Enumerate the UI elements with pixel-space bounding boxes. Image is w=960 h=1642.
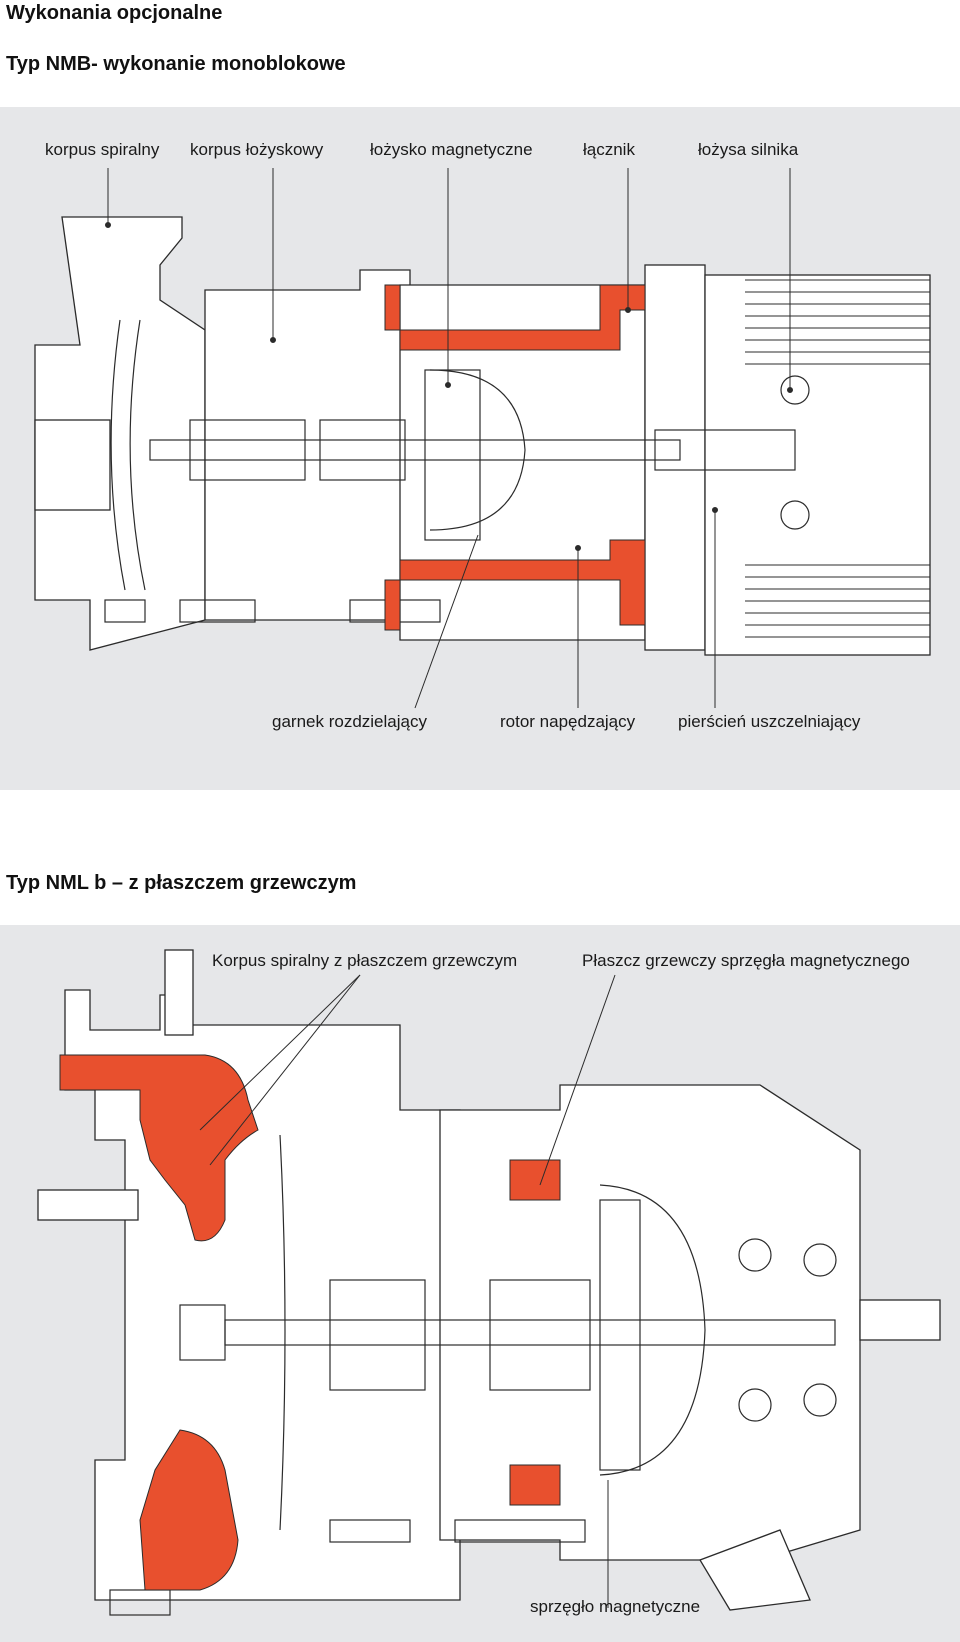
label-korpus-spiralny: korpus spiralny — [45, 140, 160, 159]
label-korpus-plaszcz: Korpus spiralny z płaszczem grzewczym — [212, 951, 517, 970]
bearing-bracket-2 — [439, 1084, 861, 1561]
heating-jacket-highlight — [59, 1054, 561, 1591]
outer-magnet — [599, 1199, 641, 1471]
label-rotor-napedzajacy: rotor napędzający — [500, 712, 636, 731]
motor-bearing-bottom — [780, 500, 810, 530]
back-plate — [279, 1134, 286, 1531]
motor-fins — [745, 279, 930, 638]
label-korpus-lozyskowy: korpus łożyskowy — [190, 140, 324, 159]
motor-bearing-top — [780, 375, 810, 405]
bearing-housing — [204, 269, 411, 621]
impeller-outline — [110, 319, 126, 591]
leader-lines-2 — [199, 974, 616, 1608]
shaft-end — [859, 1299, 941, 1341]
volute-jacket-bottom — [139, 1429, 239, 1591]
label-pierscien-uszczelniajacy: pierścień uszczelniający — [678, 712, 861, 731]
containment-can — [429, 369, 526, 531]
label-lacznik: łącznik — [583, 140, 635, 159]
vent-stud — [164, 949, 194, 1036]
inner-rotor — [424, 369, 481, 541]
shaft-2 — [224, 1319, 836, 1346]
label-garnek-rozdzielajacy: garnek rozdzielający — [272, 712, 427, 731]
coupling-jacket-bottom — [509, 1464, 561, 1506]
volute-jacket-top — [59, 1054, 259, 1242]
diagram-nml: Korpus spiralny z płaszczem grzewczym Pł… — [0, 925, 960, 1642]
diagram-nmb: korpus spiralny korpus łożyskowy łożysko… — [0, 107, 960, 790]
label-lozysko-magnetyczne: łożysko magnetyczne — [370, 140, 533, 159]
support-foot — [699, 1529, 811, 1611]
bearing-right — [319, 419, 406, 481]
label-sprzeglo-magnetyczne: sprzęgło magnetyczne — [530, 1597, 700, 1616]
inner-magnet-right — [489, 1279, 591, 1391]
motor-shaft — [654, 429, 796, 471]
nml-heading: Typ NML b – z płaszczem grzewczym — [6, 872, 357, 894]
label-lozysa-silnika: łożysa silnika — [698, 140, 799, 159]
shaft — [149, 439, 681, 461]
drain-plug — [37, 1189, 139, 1221]
suction-flange — [34, 419, 111, 511]
bearing-top-2 — [738, 1238, 772, 1272]
label-plaszcz-sprzegla: Płaszcz grzewczy sprzęgła magnetycznego — [582, 951, 910, 970]
leader-lines-1 — [105, 168, 793, 709]
motor — [704, 274, 931, 656]
coupling-jacket-top — [509, 1159, 561, 1201]
motor-flange — [644, 264, 706, 651]
inner-magnet-left — [329, 1279, 426, 1391]
section-heading: Wykonania opcjonalne — [6, 2, 223, 24]
nmb-heading: Typ NMB- wykonanie monoblokowe — [6, 53, 346, 75]
drive-rotor-highlight — [384, 284, 646, 631]
bearing-left — [189, 419, 306, 481]
bearing-bottom-2 — [738, 1388, 772, 1422]
containment-can-2 — [599, 1184, 706, 1476]
